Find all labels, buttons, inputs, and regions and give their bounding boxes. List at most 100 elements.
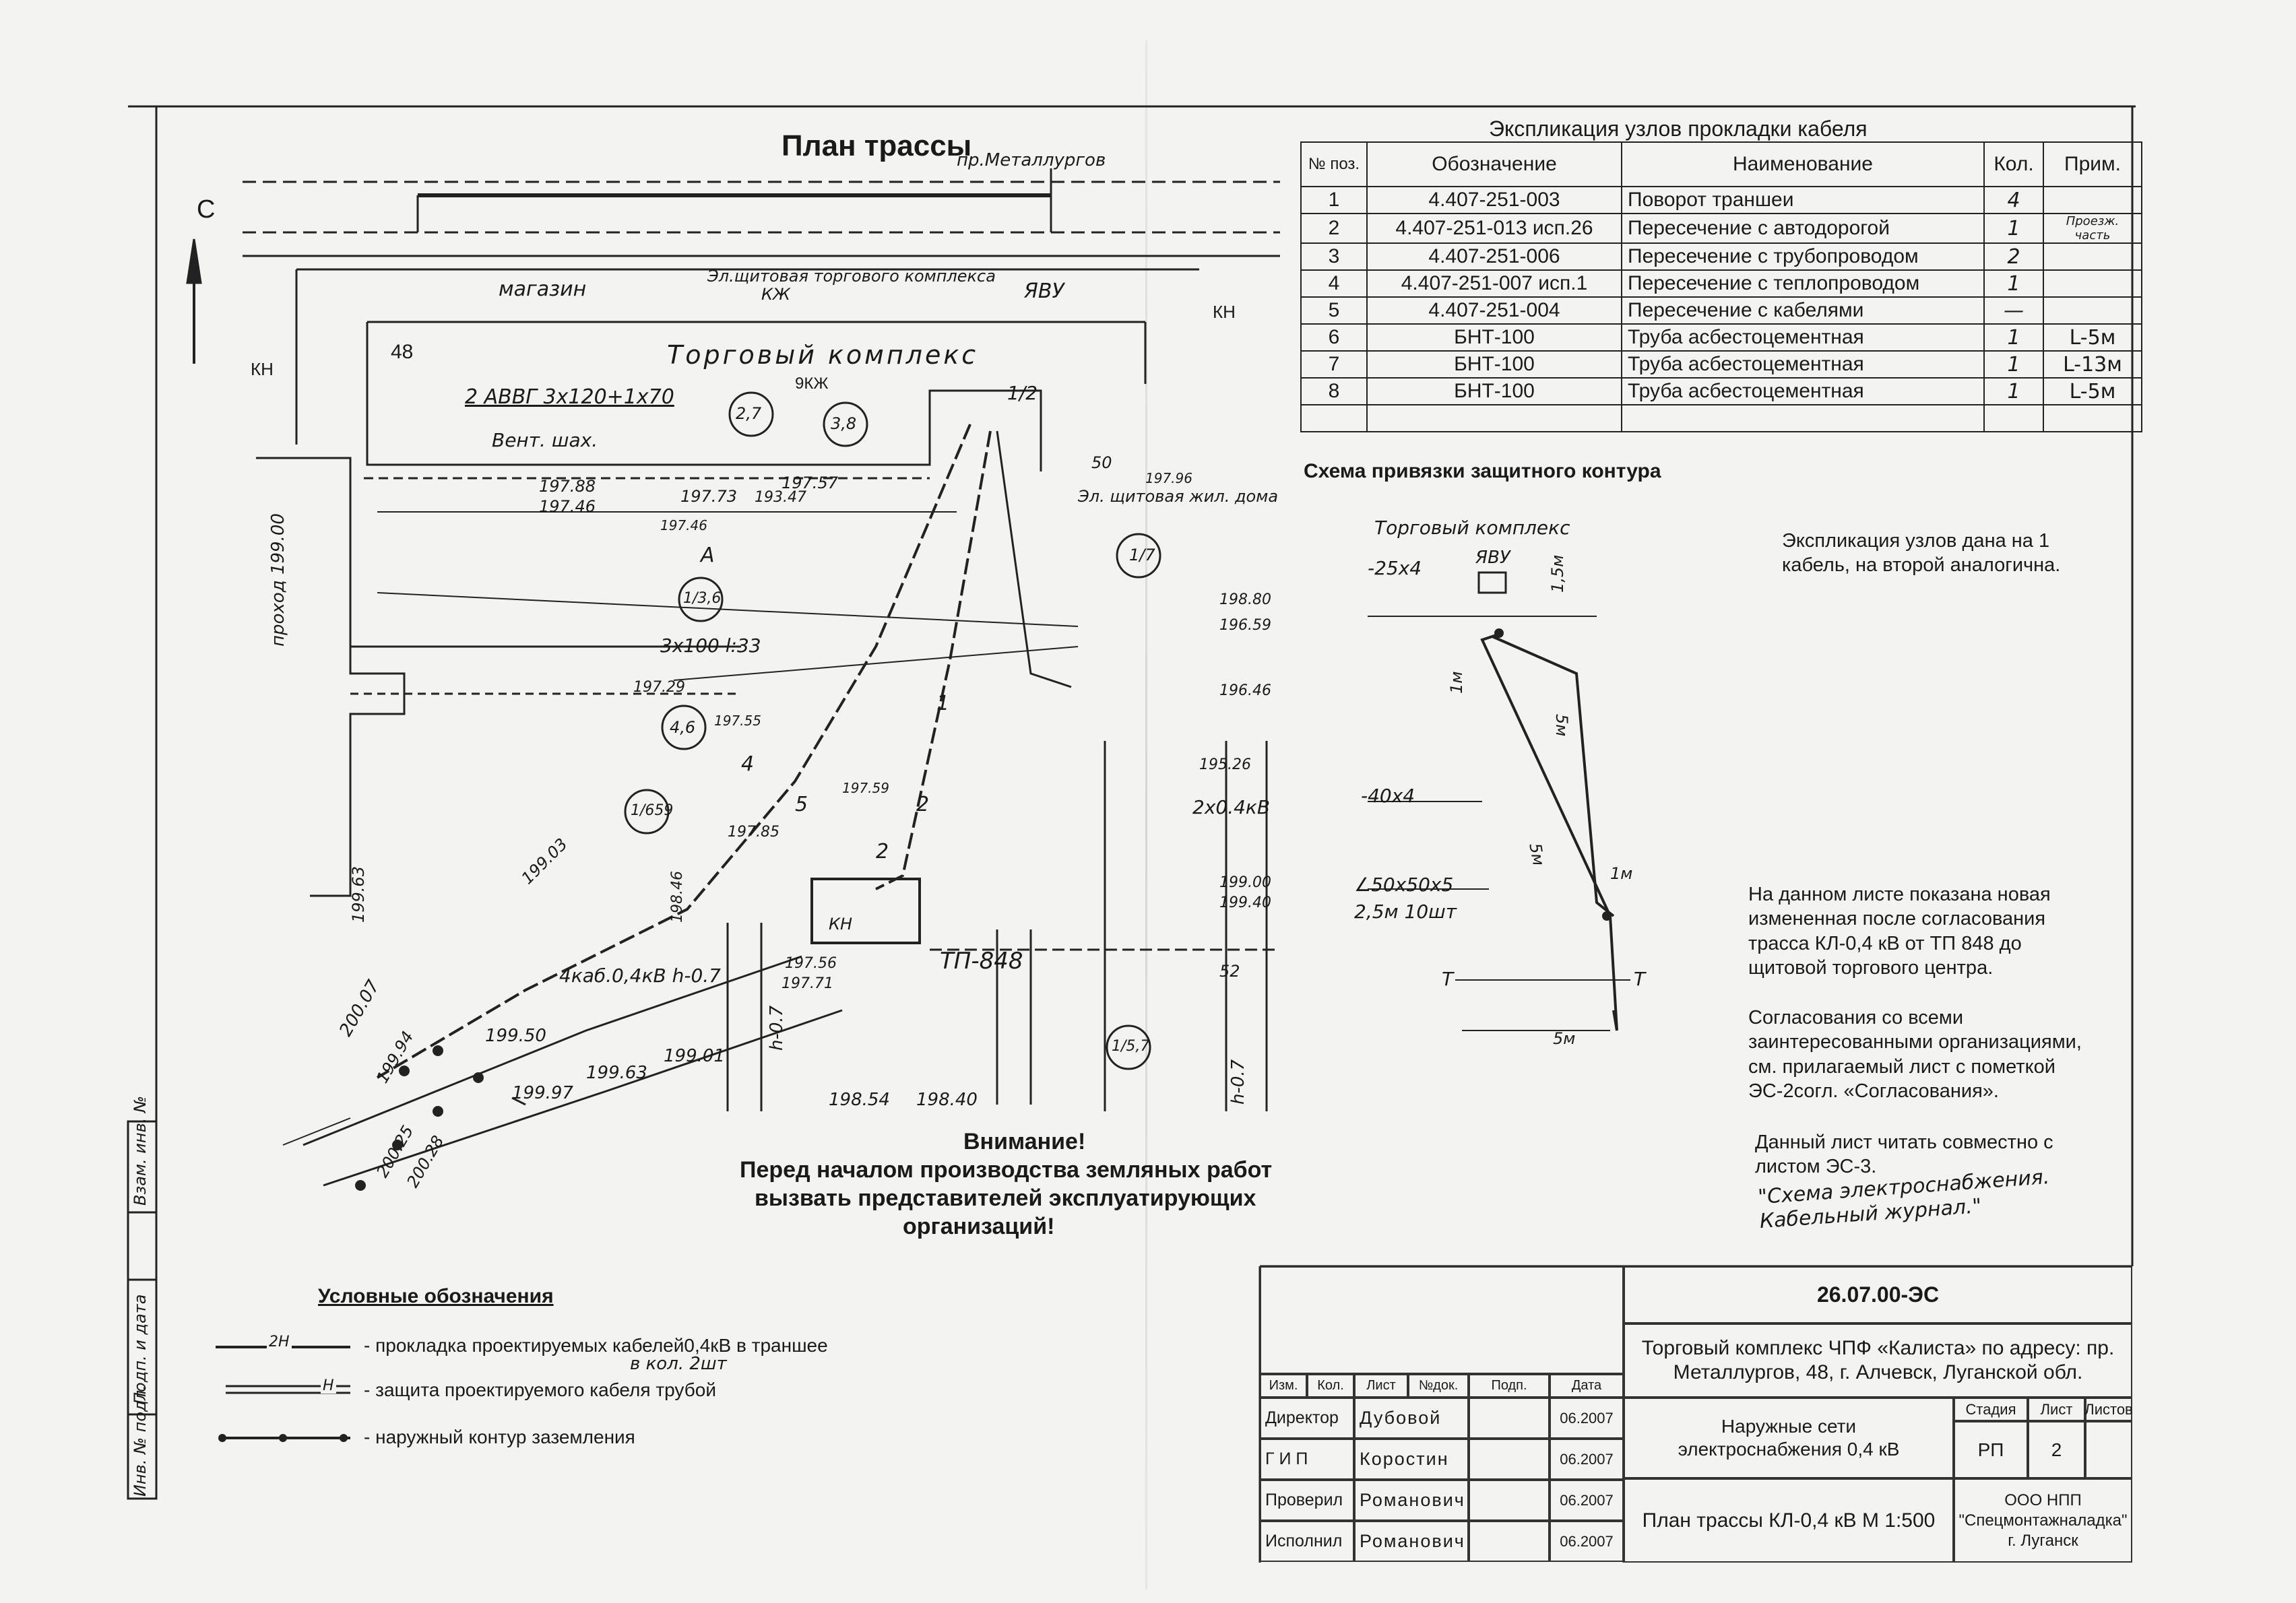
revision-area <box>1260 1266 1624 1374</box>
explication-cell <box>1300 404 1368 432</box>
complex-label: Торговый комплекс <box>667 340 979 370</box>
explication-cell: 1 <box>1983 323 2044 352</box>
building-outline <box>366 322 1042 471</box>
explication-cell <box>2043 404 2142 432</box>
cable-2-label: 2x0.4кВ <box>1192 796 1271 818</box>
stage-header: Стадия <box>1954 1398 2028 1421</box>
explication-cell: БНТ-100 <box>1366 323 1622 352</box>
explication-cell <box>1983 404 2044 432</box>
elevation-mark: 195.26 <box>1199 756 1251 773</box>
contour-dim-5b: 5м <box>1525 841 1548 868</box>
contour-mark-right: Т <box>1634 968 1646 990</box>
explication-cell <box>1366 404 1622 432</box>
side-stamp-strip <box>127 1120 158 1500</box>
explication-cell: 4 <box>1983 186 2044 214</box>
contour-angle-count: 2,5м 10шт <box>1354 901 1457 923</box>
header-izm: Изм. <box>1260 1374 1307 1398</box>
legend-item-ground: - наружный контур заземления <box>364 1427 635 1447</box>
note-1: Экспликация узлов дана на 1 кабель, на в… <box>1782 530 2061 577</box>
explication-cell: БНТ-100 <box>1366 350 1622 379</box>
side-stamp-label-1: Взам. инв. № <box>131 1096 150 1206</box>
kzh9-label: 9КЖ <box>795 374 829 393</box>
explication-cell: Проезж. часть <box>2043 213 2142 244</box>
explication-cell: L-5м <box>2043 377 2142 405</box>
explication-title: Экспликация узлов прокладки кабеля <box>1489 117 1868 141</box>
header-data: Дата <box>1550 1374 1624 1398</box>
explication-header-cell: Кол. <box>1983 141 2044 187</box>
street-label: пр.Металлургов <box>957 150 1106 170</box>
route-num-2: 2 <box>916 793 930 816</box>
elevation-mark: 197.56 <box>785 955 837 972</box>
contour-dim-15: 1,5м <box>1548 554 1567 593</box>
explication-cell <box>2043 269 2142 298</box>
header-kol: Кол. <box>1307 1374 1354 1398</box>
depth-label-2: h-0.7 <box>1228 1059 1248 1105</box>
explication-cell: Труба асбестоцементная <box>1621 323 1985 352</box>
explication-row-empty <box>1300 404 2142 432</box>
object-name: Торговый комплекс ЧПФ «Калиста» по адрес… <box>1624 1323 2132 1398</box>
header-ndok: №док. <box>1408 1374 1469 1398</box>
explication-cell: 4.407-251-003 <box>1366 186 1622 214</box>
warning-line-4: организаций! <box>903 1214 1055 1239</box>
system-name: Наружные сети электроснабжения 0,4 кВ <box>1624 1398 1954 1478</box>
titleblock-name: Романович <box>1354 1480 1469 1521</box>
note-2: На данном листе показана новая измененна… <box>1748 884 2051 979</box>
warning-line-3: вызвать представителей эксплуатирующих <box>755 1185 1256 1211</box>
elevation-mark: 198.46 <box>669 871 686 923</box>
sheets-value <box>2085 1421 2132 1478</box>
explication-cell: 7 <box>1300 350 1368 379</box>
vent-label: Вент. шах. <box>492 429 598 451</box>
explication-cell: 2 <box>1300 213 1368 244</box>
sheets-header: Листов <box>2084 1398 2133 1421</box>
elevation-mark: 197.59 <box>842 780 889 796</box>
label-50: 50 <box>1091 453 1112 472</box>
explication-table: № поз. Обозначение Наименование Кол. При… <box>1300 141 2142 432</box>
titleblock-role: Г И П <box>1260 1439 1354 1480</box>
titleblock-role: Директор <box>1260 1398 1354 1439</box>
avu-label: ЯВУ <box>1024 280 1064 303</box>
house-number: 48 <box>391 341 414 363</box>
zone-a: А <box>701 544 715 567</box>
explication-cell <box>2043 242 2142 271</box>
elevation-mark: 197.57 <box>782 473 838 492</box>
elevation-mark: 198.40 <box>916 1090 978 1110</box>
explication-header-cell: Обозначение <box>1366 141 1622 187</box>
shield-house-label: Эл. щитовая жил. дома <box>1078 487 1279 506</box>
circle-marker-7: 1/5,7 <box>1112 1038 1150 1055</box>
explication-cell: 4 <box>1300 269 1368 298</box>
contour-strip-25: -25x4 <box>1368 557 1422 579</box>
explication-cell: 8 <box>1300 377 1368 405</box>
route-num-4: 4 <box>741 752 755 776</box>
stage-value: РП <box>1954 1421 2028 1478</box>
elevation-mark: 197.46 <box>660 517 707 533</box>
kn2-label: КН <box>829 915 853 934</box>
explication-header-cell: Прим. <box>2043 141 2142 187</box>
explication-cell <box>1621 404 1985 432</box>
contour-strip-40: -40x4 <box>1361 785 1415 807</box>
shield-kzh-label: КЖ <box>761 285 790 304</box>
shop-label: магазин <box>499 277 587 301</box>
explication-cell: Пересечение с автодорогой <box>1621 213 1985 244</box>
titleblock-date: 06.2007 <box>1550 1480 1624 1521</box>
circle-marker-3: 1/3,6 <box>683 590 722 607</box>
titleblock-sign <box>1469 1439 1550 1480</box>
elevation-mark: 199.63 <box>349 866 368 923</box>
legend-title: Условные обозначения <box>318 1285 554 1307</box>
elevation-mark: 197.96 <box>1145 470 1192 486</box>
note-4: Данный лист читать совместно с листом ЭС… <box>1755 1132 2053 1178</box>
titleblock-role: Проверил <box>1260 1480 1354 1521</box>
titleblock-date: 06.2007 <box>1550 1521 1624 1562</box>
kn-label: КН <box>1213 302 1236 322</box>
cable-route-main <box>376 424 971 1079</box>
explication-cell: 2 <box>1983 242 2044 271</box>
contour-title: Схема привязки защитного контура <box>1304 460 1661 482</box>
plan-title: План трассы <box>782 129 972 162</box>
contour-dim-5a: 5м <box>1552 714 1571 737</box>
organization: ООО НПП "Спецмонтажналадка" г. Луганск <box>1954 1478 2132 1563</box>
titleblock-sign <box>1469 1398 1550 1439</box>
explication-cell: 5 <box>1300 296 1368 325</box>
contour-avu-box <box>1477 571 1507 594</box>
